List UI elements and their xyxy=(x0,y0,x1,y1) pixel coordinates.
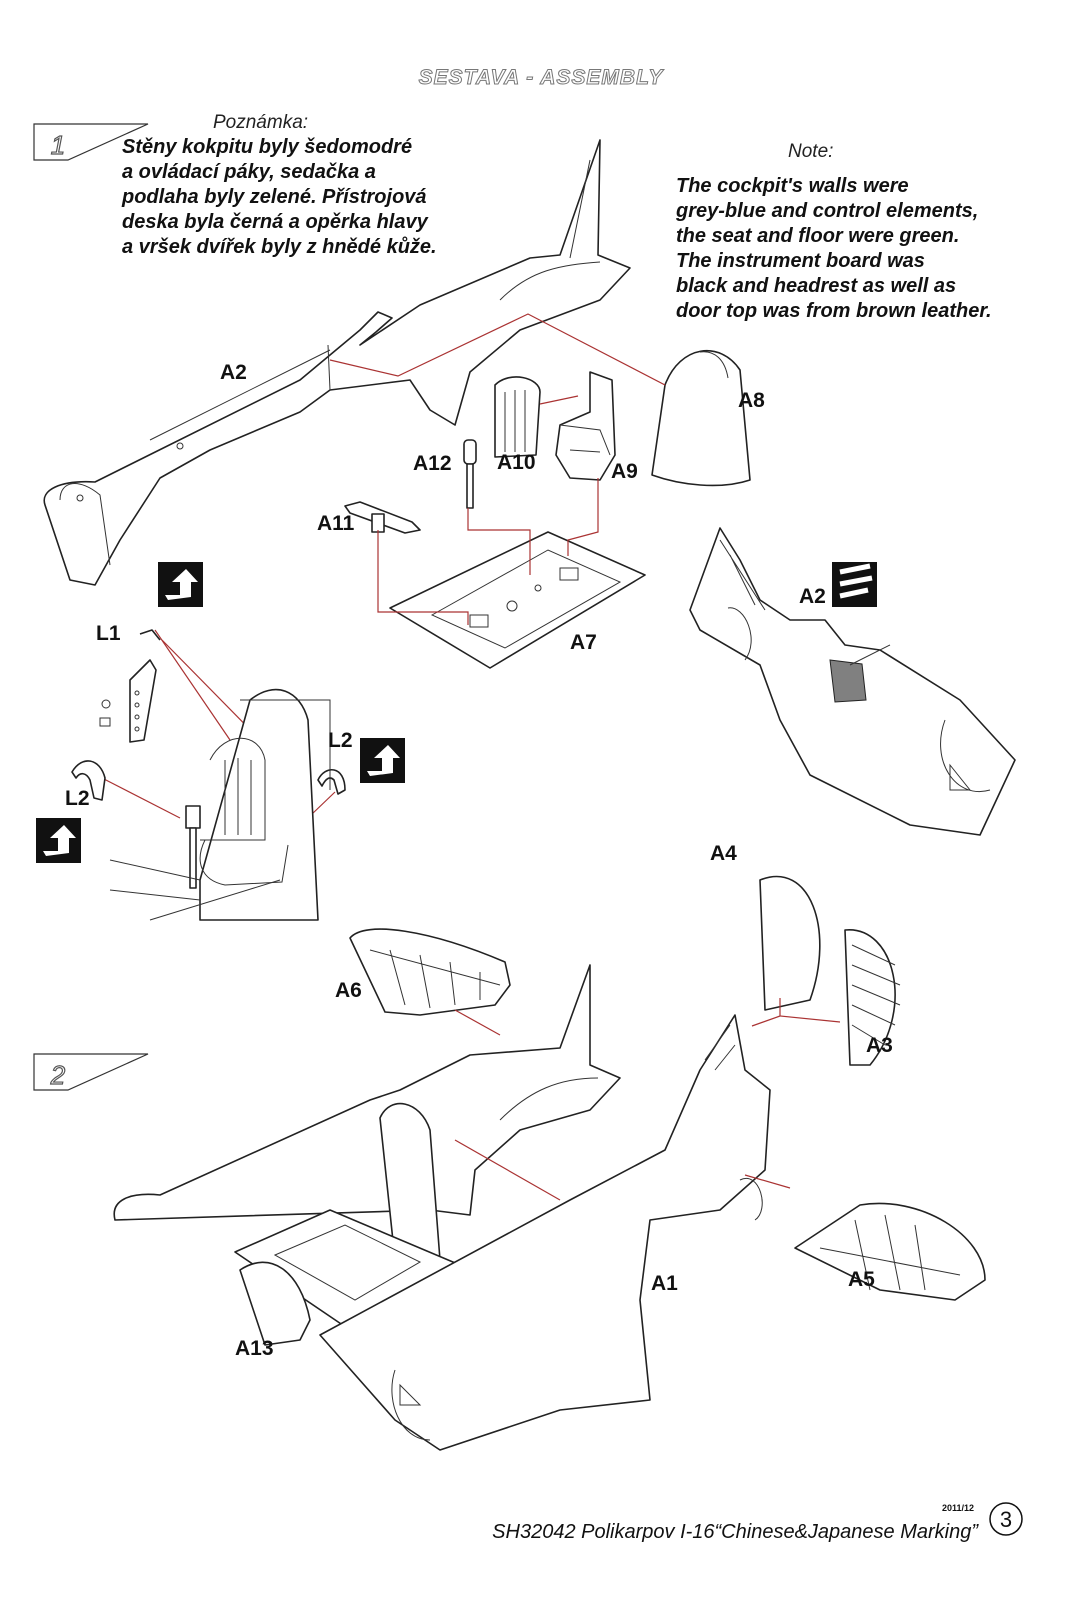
label-l2-left: L2 xyxy=(65,787,90,810)
part-a4-rudder-half xyxy=(759,875,821,1011)
cockpit-interior-detail xyxy=(109,688,331,921)
step-1-number: 1 xyxy=(51,130,65,160)
note-english-line: the seat and floor were green. xyxy=(676,225,959,247)
step-2-tab: 2 xyxy=(33,1053,149,1091)
note-english-line: grey-blue and control elements, xyxy=(675,200,978,222)
note-english-line: The cockpit's walls were xyxy=(676,175,909,197)
part-a1-fuselage-assembled xyxy=(113,964,771,1451)
part-a6-stabilizer xyxy=(349,928,511,1016)
label-a2-detail: A2 xyxy=(799,585,826,608)
part-a9-seat xyxy=(555,371,616,481)
label-l1: L1 xyxy=(96,622,121,645)
label-a12: A12 xyxy=(413,452,452,475)
step-2-number: 2 xyxy=(50,1060,66,1090)
note-english-line: The instrument board was xyxy=(676,250,925,272)
part-a12-control-stick xyxy=(463,439,477,509)
label-a11: A11 xyxy=(317,512,355,535)
part-a11-rudder-bar xyxy=(344,501,421,534)
label-a4: A4 xyxy=(710,842,737,865)
note-czech-line: a vršek dvířek byly z hnědé kůže. xyxy=(122,236,437,258)
note-english-line: door top was from brown leather. xyxy=(676,300,992,322)
part-l2-shoulder-strap-right xyxy=(317,769,346,795)
leader-lines-step-2 xyxy=(454,998,841,1201)
photo-etch-icon xyxy=(36,818,81,863)
label-a8: A8 xyxy=(738,389,765,412)
label-a10: A10 xyxy=(497,451,536,474)
label-a2: A2 xyxy=(220,361,247,384)
note-czech-line: Stěny kokpitu byly šedomodré xyxy=(122,136,412,158)
a2-detail-removed-area xyxy=(829,659,867,703)
note-czech-line: a ovládací páky, sedačka a xyxy=(122,161,376,183)
part-a3-rudder-half xyxy=(844,929,901,1066)
part-a10-seat-back xyxy=(494,376,541,458)
note-english-heading: Note: xyxy=(788,141,833,162)
photo-etch-icon xyxy=(158,562,203,607)
footer-product-code: SH32042 Polikarpov I-16“Chinese&Japanese… xyxy=(492,1521,979,1543)
note-czech: Poznámka: Stěny kokpitu byly šedomodré a… xyxy=(121,112,437,258)
footer-date: 2011/12 xyxy=(942,1503,974,1513)
label-a3: A3 xyxy=(866,1034,893,1057)
label-a13: A13 xyxy=(235,1337,274,1360)
note-czech-heading: Poznámka: xyxy=(213,112,308,133)
label-a9: A9 xyxy=(611,460,638,483)
part-a2-detail-view xyxy=(689,527,1016,836)
label-a7: A7 xyxy=(570,631,597,654)
photo-etch-icon xyxy=(360,738,405,783)
label-a6: A6 xyxy=(335,979,362,1002)
sheet-title: SESTAVA - ASSEMBLY xyxy=(419,66,665,89)
part-a2-fuselage-half xyxy=(43,139,631,586)
note-english: Note: The cockpit's walls were grey-blue… xyxy=(675,141,992,322)
part-l2-shoulder-strap-left xyxy=(71,760,106,801)
note-czech-line: deska byla černá a opěrka hlavy xyxy=(122,211,429,233)
part-a7-floor xyxy=(389,531,646,669)
label-a5: A5 xyxy=(848,1268,875,1291)
label-a1: A1 xyxy=(651,1272,678,1295)
part-a5-stabilizer xyxy=(794,1202,986,1301)
page-number-badge: 3 xyxy=(989,1502,1023,1536)
label-l2-right: L2 xyxy=(328,729,353,752)
part-a8-bulkhead xyxy=(651,349,751,487)
remove-part-icon xyxy=(832,562,877,607)
note-czech-line: podlaha byly zelené. Přístrojová xyxy=(121,186,427,208)
step-1-tab: 1 xyxy=(33,123,149,161)
note-english-line: black and headrest as well as xyxy=(676,275,956,297)
part-l1-seat-belts xyxy=(99,629,161,743)
page-number: 3 xyxy=(1000,1507,1012,1532)
